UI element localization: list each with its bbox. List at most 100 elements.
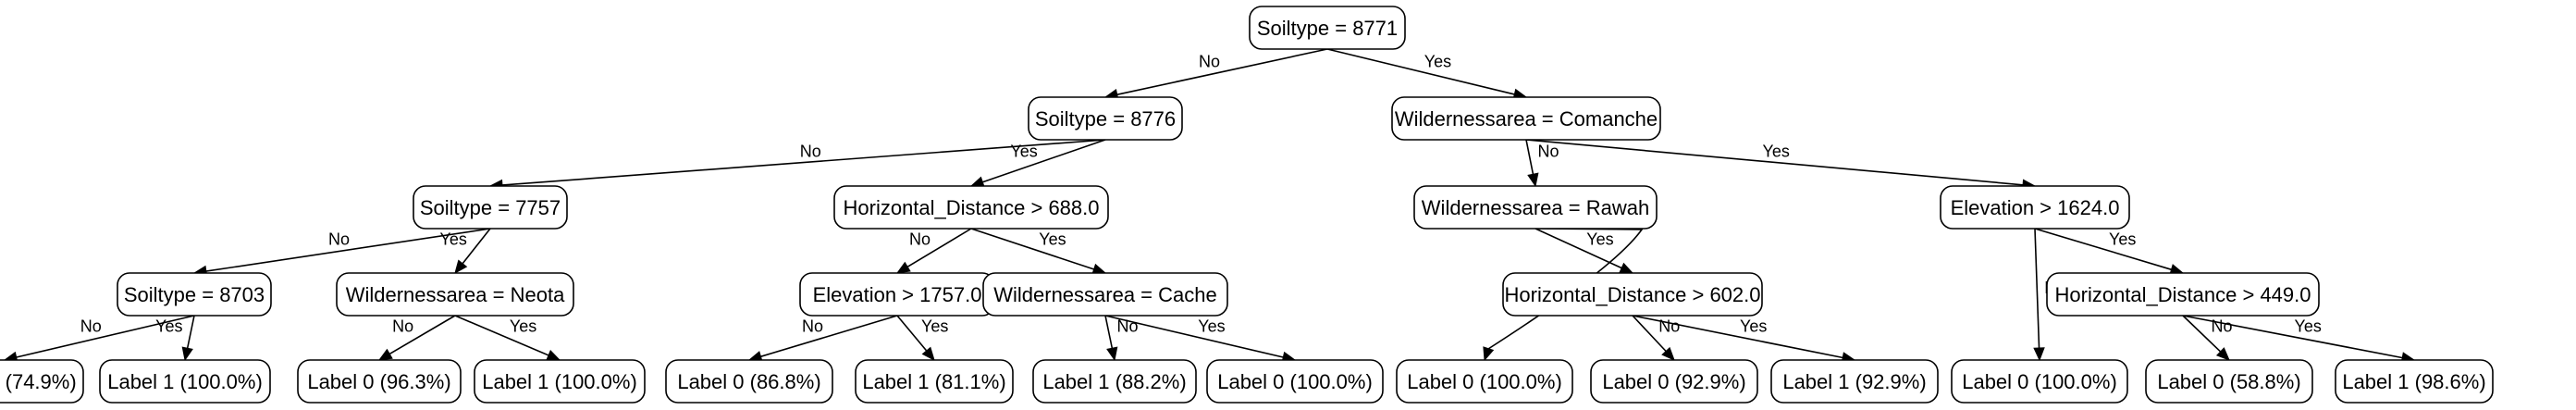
edge-label-yes: Yes	[155, 317, 182, 336]
decision-node-n10: Wildernessarea = Cache	[982, 272, 1228, 317]
edge-label-yes: Yes	[1010, 143, 1037, 161]
edge-line	[15, 315, 195, 359]
edge-n7-l2: Yes	[155, 315, 195, 362]
node-label: Label 0 (96.3%)	[307, 370, 450, 393]
arrowhead	[546, 349, 561, 361]
decision-node-n5: Wildernessarea = Rawah	[1413, 185, 1658, 230]
edge-line	[1535, 228, 1623, 269]
node-box	[1391, 96, 1661, 141]
arrowhead	[1527, 172, 1539, 188]
edge-line	[1525, 139, 2025, 186]
edge-label-yes: Yes	[2295, 317, 2322, 336]
edge-line	[1632, 315, 1844, 359]
edge-label-no: No	[909, 230, 931, 249]
arrowhead	[454, 259, 468, 275]
edge-n1-n4: Yes	[969, 139, 1106, 188]
edge-line	[1326, 48, 1516, 95]
node-box	[297, 359, 462, 404]
node-box	[1590, 359, 1758, 404]
edge-line	[970, 228, 1095, 270]
decision-node-n8: Wildernessarea = Neota	[336, 272, 574, 317]
node-label: Label 0 (100.0%)	[1407, 370, 1562, 393]
node-label: Wildernessarea = Cache	[993, 283, 1217, 306]
edge-label-yes: Yes	[921, 317, 948, 336]
edge-label-yes: Yes	[1763, 143, 1790, 161]
edge-n11-l10: No	[1632, 315, 1680, 361]
edge-label-yes: Yes	[440, 230, 467, 249]
node-label: Label 1 (100.0%)	[482, 370, 637, 393]
leaf-node-l9: Label 0 (100.0%)	[1396, 359, 1573, 404]
edge-label-no: No	[802, 317, 823, 336]
edge-label-yes: Yes	[1740, 317, 1767, 336]
decision-node-n4: Horizontal_Distance > 688.0	[833, 185, 1109, 230]
edge-line	[1115, 48, 1328, 96]
edge-label-no: No	[1658, 317, 1680, 336]
leaf-node-l2: Label 1 (100.0%)	[99, 359, 271, 404]
node-box	[1413, 185, 1658, 230]
node-box	[1206, 359, 1384, 404]
edge-label-yes: Yes	[2109, 230, 2136, 249]
node-label: Horizontal_Distance > 602.0	[1505, 283, 1761, 306]
node-label: Label 0 (74.9%)	[0, 370, 77, 393]
decision-node-n6: Elevation > 1624.0	[1940, 185, 2130, 230]
leaf-node-l6: Label 1 (81.1%)	[855, 359, 1014, 404]
node-label: Elevation > 1757.0	[813, 283, 982, 306]
node-box	[413, 185, 568, 230]
edge-n5-n11: Yes	[1535, 228, 1634, 274]
edge-n2-n6: Yes	[1525, 139, 2037, 192]
edge-n0-n2: Yes	[1326, 48, 1528, 100]
node-label: Label 0 (92.9%)	[1602, 370, 1745, 393]
edge-n11-l11: Yes	[1632, 315, 1856, 364]
node-box	[1951, 359, 2128, 404]
node-label: Label 1 (98.6%)	[2342, 370, 2485, 393]
edge-n8-l3: No	[377, 315, 456, 361]
edge-n2-n5: No	[1525, 139, 1559, 188]
arrowhead	[921, 346, 935, 361]
node-box	[1502, 272, 1763, 317]
edge-n4-n10: Yes	[970, 228, 1107, 275]
edge-line	[2034, 228, 2040, 350]
edge-label-no: No	[328, 230, 350, 249]
node-label: Label 1 (88.2%)	[1042, 370, 1186, 393]
node-box	[982, 272, 1228, 317]
edge-n3-n8: Yes	[440, 228, 491, 275]
edge-line	[896, 315, 928, 353]
edge-line	[388, 315, 456, 355]
edge-line	[759, 315, 898, 358]
leaf-node-l8: Label 0 (100.0%)	[1206, 359, 1384, 404]
edge-line	[2182, 315, 2404, 359]
decision-node-n7: Soiltype = 8703	[117, 272, 272, 317]
node-box	[2335, 359, 2494, 404]
edge-label-no: No	[1199, 52, 1220, 70]
arrowhead	[1619, 262, 1634, 274]
node-label: Wildernessarea = Rawah	[1422, 196, 1649, 219]
node-box	[833, 185, 1109, 230]
node-box	[1028, 96, 1183, 141]
edge-line	[461, 228, 491, 266]
edge-line	[1104, 315, 1285, 359]
leaf-node-l3: Label 0 (96.3%)	[297, 359, 462, 404]
node-box	[2145, 359, 2313, 404]
edge-n9-l6: Yes	[896, 315, 948, 361]
node-label: Label 1 (81.1%)	[862, 370, 1005, 393]
edge-label-yes: Yes	[510, 317, 536, 336]
arrowhead	[1483, 346, 1495, 362]
leaf-node-l14: Label 1 (98.6%)	[2335, 359, 2494, 404]
node-label: Elevation > 1624.0	[1951, 196, 2120, 219]
decision-node-n11: Horizontal_Distance > 602.0	[1502, 272, 1763, 317]
edge-line	[500, 139, 1106, 186]
edge-line	[1525, 139, 1535, 176]
edge-n12-l13: No	[2182, 315, 2233, 361]
edge-n9-l5: No	[747, 315, 898, 363]
node-box	[0, 359, 84, 404]
decision-node-n1: Soiltype = 8776	[1028, 96, 1183, 141]
node-box	[855, 359, 1014, 404]
node-label: Wildernessarea = Comanche	[1395, 107, 1658, 130]
node-label: Soiltype = 7757	[420, 196, 561, 219]
decision-node-n2: Wildernessarea = Comanche	[1391, 96, 1661, 141]
node-label: Label 1 (92.9%)	[1782, 370, 1926, 393]
node-label: Soiltype = 8771	[1257, 17, 1398, 40]
decision-node-n3: Soiltype = 7757	[413, 185, 568, 230]
arrowhead	[2215, 347, 2230, 361]
